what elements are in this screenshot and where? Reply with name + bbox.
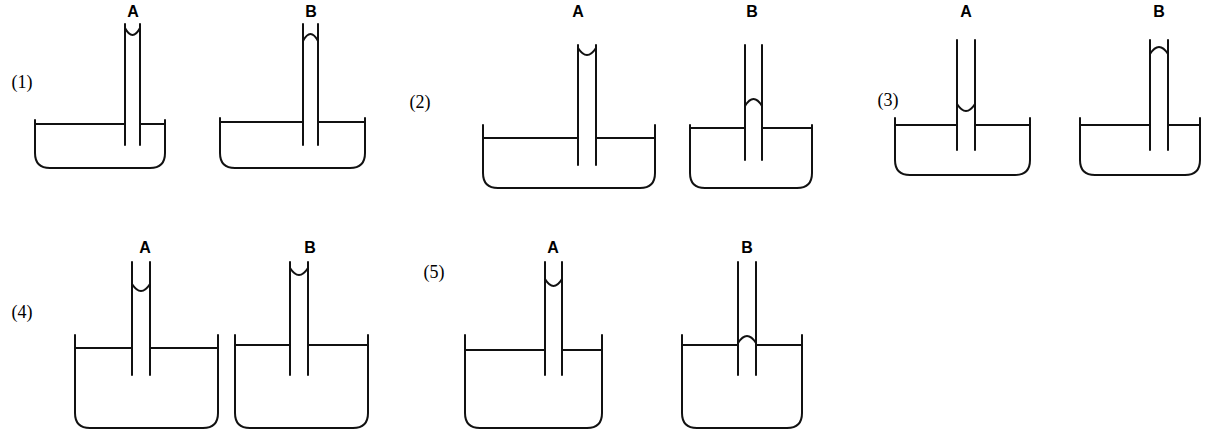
panel-number: (5) (424, 262, 445, 282)
beaker-1b (220, 24, 365, 168)
beaker-3b (1080, 40, 1200, 175)
tube-label: B (1153, 2, 1165, 22)
tube-label: B (746, 2, 758, 22)
tube-label: A (127, 2, 139, 22)
beaker-1a (35, 24, 165, 168)
beaker-2a (483, 45, 655, 188)
panel-number: (4) (12, 302, 33, 322)
tube-label: A (960, 2, 972, 22)
beaker-5b (682, 262, 802, 428)
beaker-3a (895, 40, 1030, 175)
beaker-2b (690, 45, 812, 188)
beaker-5a (465, 262, 602, 428)
panel-number: (3) (878, 90, 899, 110)
beaker-4b (235, 262, 368, 428)
beaker-4a (75, 262, 218, 428)
tube-label: A (572, 2, 584, 22)
tube-label: A (139, 238, 151, 258)
tube-label: B (741, 238, 753, 258)
panel-number: (1) (12, 72, 33, 92)
panel-number: (2) (410, 92, 431, 112)
tube-label: B (305, 2, 317, 22)
tube-label: B (304, 238, 316, 258)
tube-label: A (547, 238, 559, 258)
